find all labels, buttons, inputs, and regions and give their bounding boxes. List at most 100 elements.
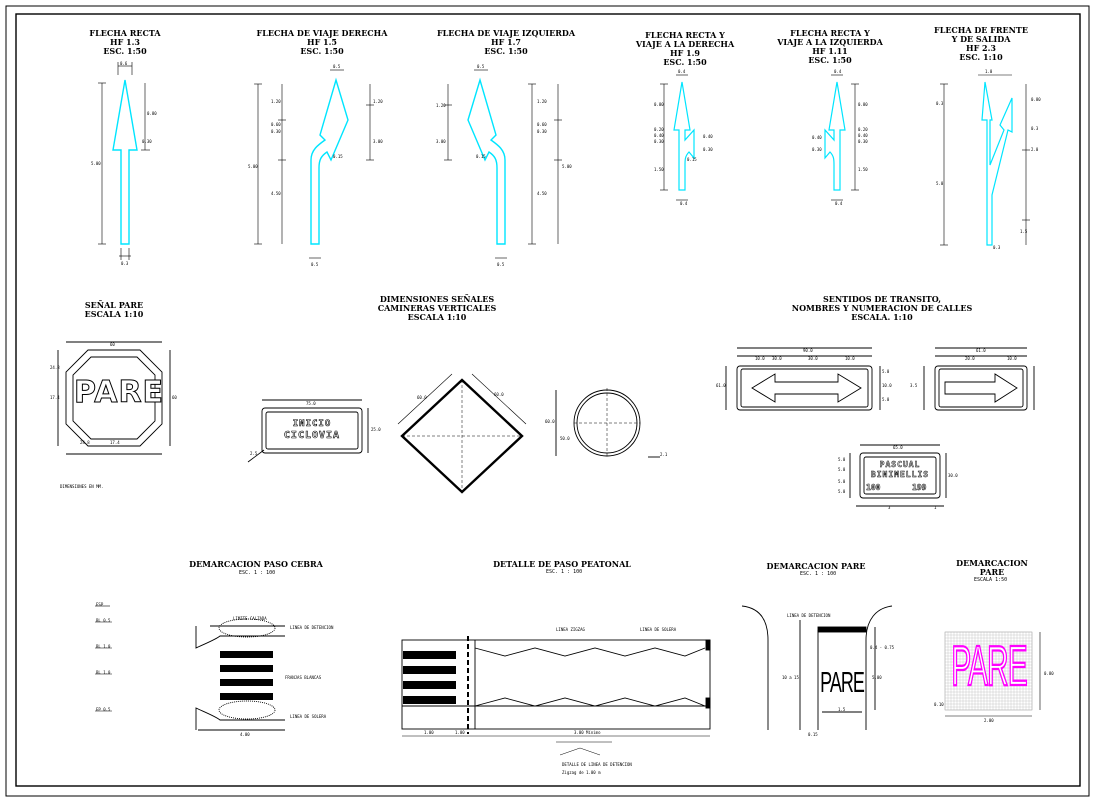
peat-0: 1.00	[424, 730, 434, 735]
inner-frame	[15, 13, 1081, 787]
dpare2-1: 0.10	[934, 702, 944, 707]
circle-sign	[555, 388, 660, 458]
dim-calle-6: 3	[888, 505, 891, 510]
dim-izq-0: 0.5	[477, 64, 485, 69]
dim-ri-5: 0.40	[812, 135, 822, 140]
cebra-1: BL 0.5	[96, 618, 111, 623]
dim-fr-6: 0.3	[993, 245, 1001, 250]
arrow-recta-izquierda	[824, 81, 846, 191]
scale-cebra: ESC. 1 : 100	[239, 570, 276, 576]
dim-sent-9: 61.0	[976, 348, 986, 353]
dim-sent-8: 5.0	[882, 397, 890, 402]
arrow-frente-dims	[940, 74, 1030, 246]
pare-sign-text: PARE	[74, 375, 165, 410]
dim-derecha-3: 0.30	[271, 129, 281, 134]
title-sentidos: SENTIDOS DE TRANSITO, NOMBRES Y NUMERACI…	[791, 294, 973, 322]
title-flecha-recta: FLECHA RECTA HF 1.3 ESC. 1:50	[89, 28, 161, 56]
arrow-derecha-dims	[254, 69, 374, 259]
arrow-recta-derecha-dims	[660, 74, 688, 201]
dim-sent-7: 10.0	[882, 383, 892, 388]
dim-calle-0: 65.0	[893, 445, 903, 450]
dim-rd-8: 0.40	[703, 134, 713, 139]
cebra-2: BL 1.0	[96, 644, 111, 649]
cebra-6: LINEA DE DETENCION	[290, 625, 334, 630]
cebra-8: LINEA DE SOLERA	[290, 714, 327, 719]
peat-4: 3.00 Mínimo	[574, 730, 601, 735]
dim-ri-2: 0.20	[858, 127, 868, 132]
dim-pare-3: 60	[172, 395, 177, 400]
dim-derecha-1b: 1.20	[373, 99, 383, 104]
dim-derecha-5: 0.15	[333, 154, 343, 159]
dim-pare-4: 24.8	[80, 440, 90, 445]
dim-ri-6: 0.30	[812, 147, 822, 152]
dim-rd-2: 0.20	[654, 127, 664, 132]
dim-calle-3: 30.0	[948, 473, 958, 478]
title-paso-peatonal: DETALLE DE PASO PEATONAL	[493, 559, 631, 569]
scale-pare2: ESCALA 1:50	[974, 577, 1008, 583]
dim-circle-1: 50.0	[560, 436, 570, 441]
dim-circle-2: 2.1	[660, 452, 668, 457]
ciclovia-text-1: INICIO	[292, 419, 332, 430]
demarcacion-pare-road	[741, 605, 893, 730]
dim-rd-7: 0.4	[680, 201, 688, 206]
dim-rd-9: 0.30	[703, 147, 713, 152]
dim-fr-7: 0.3	[936, 101, 944, 106]
dim-fr-1: 0.80	[1031, 97, 1041, 102]
dim-fr-2: 0.3	[1031, 126, 1039, 131]
dim-izq-3: 0.30	[537, 129, 547, 134]
dim-fr-5: 1.5	[1020, 229, 1028, 234]
dim-circle-0: 60.0	[545, 419, 555, 424]
arrow-izquierda-dims	[444, 69, 562, 259]
dim-sent-11: 10.0	[1007, 356, 1017, 361]
dim-izq-1b: 1.20	[436, 103, 446, 108]
street-name-sign	[849, 444, 947, 507]
dim-diamond-1: 60.0	[494, 392, 504, 397]
ciclovia-sign	[247, 399, 369, 463]
title-paso-cebra: DEMARCACION PASO CEBRA	[189, 559, 323, 569]
peat-3: LINEA DE SOLERA	[640, 627, 677, 632]
dim-calle-2: 5.0	[838, 467, 846, 472]
peat-6: Zigzag de 1.00 m	[562, 770, 601, 775]
calle-num-right: 199	[912, 483, 927, 493]
dim-sent-1: 10.0	[755, 356, 765, 361]
dim-sent-2: 30.0	[772, 356, 782, 361]
dim-calle-4: 5.0	[838, 479, 846, 484]
arrow-izquierda	[467, 77, 506, 245]
peat-1: 1.00	[455, 730, 465, 735]
arrow-recta-dims	[98, 62, 150, 260]
dim-izq-total: 5.00	[562, 164, 572, 169]
dpare-5: 0.15	[808, 732, 818, 737]
dim-pare-0: 60	[110, 342, 115, 347]
dim-ri-1: 0.80	[858, 102, 868, 107]
paso-cebra-bars	[220, 651, 273, 700]
dim-rd-5: 0.15	[687, 157, 697, 162]
dim-cicl-0: 75.0	[306, 401, 316, 406]
dim-sent-5: 61.0	[716, 383, 726, 388]
dpare2-0: 0.80	[1044, 671, 1054, 676]
scale-pare: ESC. 1 : 100	[800, 571, 837, 577]
dim-diamond-0: 60.0	[417, 395, 427, 400]
title-flecha-izquierda: FLECHA DE VIAJE IZQUIERDA HF 1.7 ESC. 1:…	[436, 28, 576, 56]
dim-fr-3: 2.0	[1031, 147, 1039, 152]
cebra-7: FRANJAS BLANCAS	[285, 675, 322, 680]
dim-pare-2: 17.4	[50, 395, 60, 400]
outer-frame	[5, 5, 1090, 797]
arrow-derecha	[310, 77, 349, 245]
dim-izq-4: 0.15	[476, 154, 486, 159]
dim-sent-12: 3.5	[910, 383, 918, 388]
dim-derecha-total: 5.00	[248, 164, 258, 169]
paso-peatonal	[401, 636, 711, 756]
dim-pare-1: 24.8	[50, 365, 60, 370]
title-flecha-frente: FLECHA DE FRENTE Y DE SALIDA HF 2.3 ESC.…	[934, 25, 1028, 62]
dim-pare-5: 17.4	[110, 440, 120, 445]
diamond-sign	[397, 373, 527, 494]
cebra-3: BL 1.0	[96, 670, 111, 675]
dim-sent-6: 5.0	[882, 369, 890, 374]
scale-peatonal: ESC. 1 : 100	[546, 569, 583, 575]
dim-derecha-0: 0.5	[333, 64, 341, 69]
title-camineras: DIMENSIONES SEÑALES CAMINERAS VERTICALES…	[377, 294, 497, 322]
dim-izq-7: 0.5	[497, 262, 505, 267]
arrow-recta	[112, 79, 138, 245]
